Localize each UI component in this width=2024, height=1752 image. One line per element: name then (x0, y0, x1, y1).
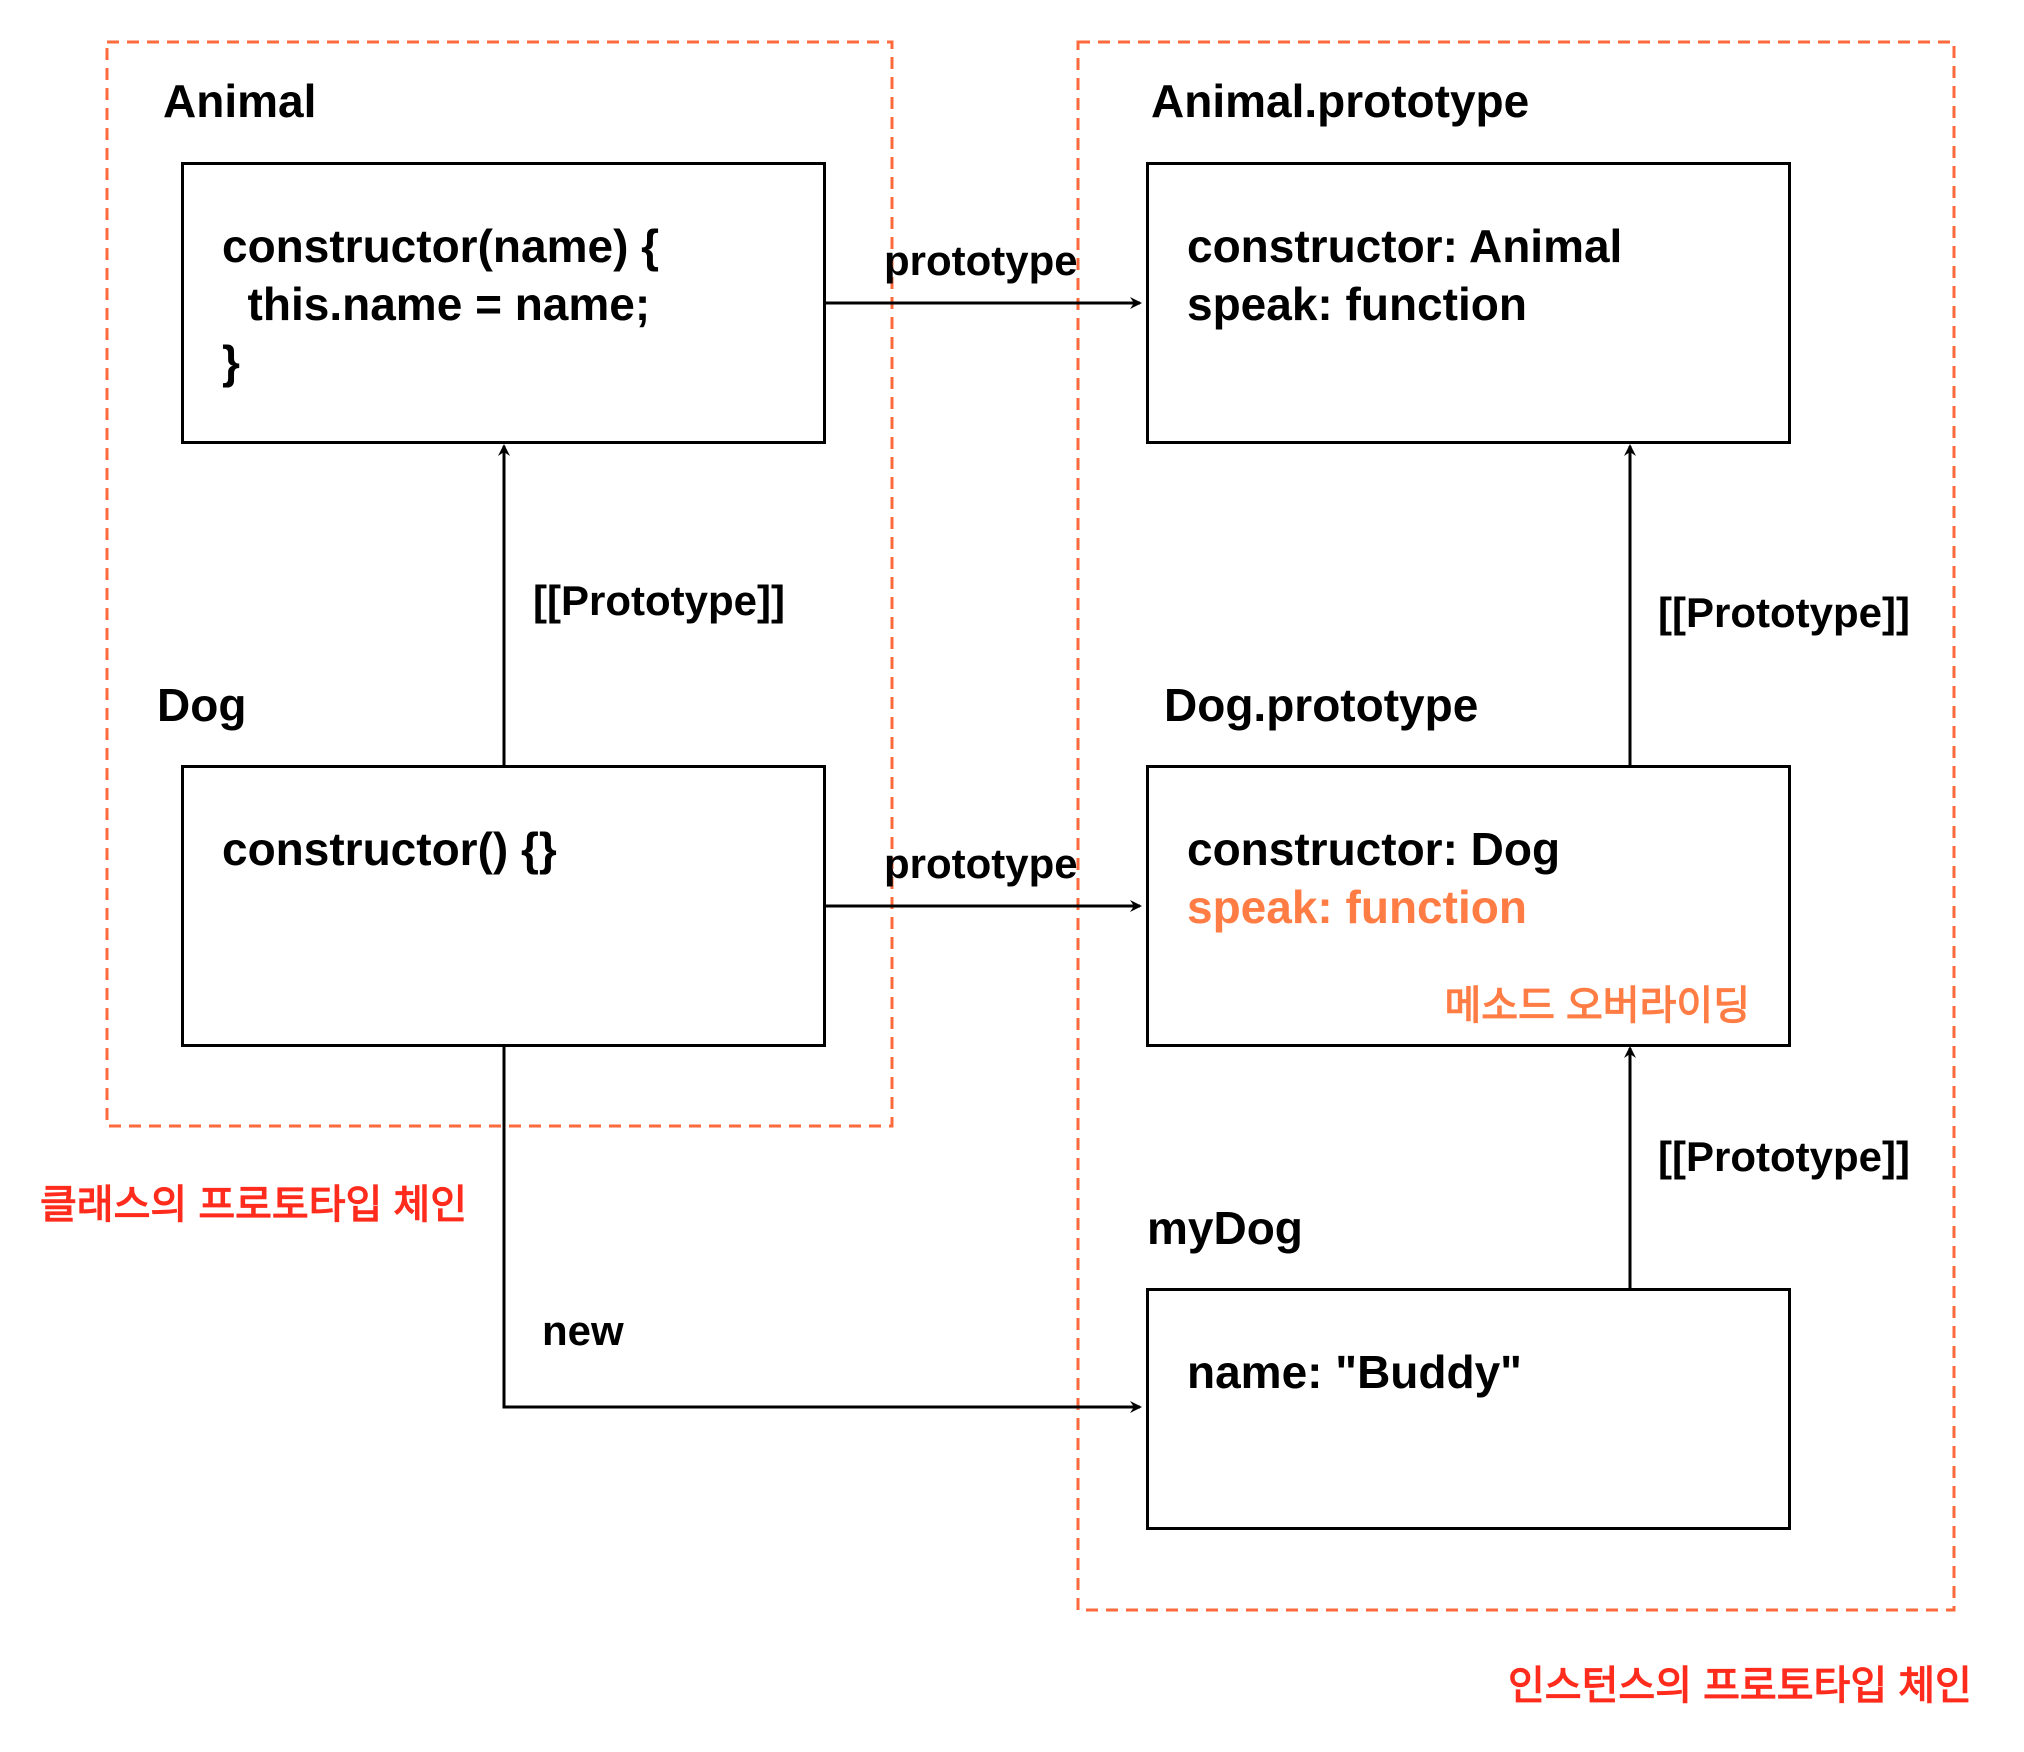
dog-prototype-title: Dog.prototype (1164, 679, 1479, 731)
dog-code-line-1: constructor() {} (222, 823, 557, 875)
edge-new-label: new (542, 1307, 624, 1354)
animal-prototype-box: constructor: Animal speak: function (1146, 162, 1791, 444)
class-chain-label: 클래스의 프로토타입 체인 (40, 1183, 468, 1227)
animal-title: Animal (163, 75, 317, 127)
edge-mydog-dogproto-label: [[Prototype]] (1658, 1133, 1910, 1180)
method-override-note: 메소드 오버라이딩 (1444, 984, 1750, 1028)
instance-chain-label: 인스턴스의 프로토타입 체인 (1508, 1664, 1972, 1708)
mydog-title: myDog (1147, 1202, 1303, 1254)
edge-animal-prototype-label: prototype (884, 237, 1078, 284)
dog-box: constructor() {} (181, 765, 826, 1047)
mydog-line-1: name: "Buddy" (1187, 1346, 1522, 1398)
animal-prototype-line-1: constructor: Animal (1187, 220, 1623, 272)
animal-code-line-3: } (222, 336, 240, 388)
dog-title: Dog (157, 679, 247, 731)
dog-prototype-line-1: constructor: Dog (1187, 823, 1561, 875)
dog-prototype-override-line: speak: function (1187, 881, 1527, 933)
edge-dogproto-animalproto-label: [[Prototype]] (1658, 589, 1910, 636)
instance-chain-group (1076, 40, 1956, 1612)
dog-prototype-box: constructor: Dog speak: function 메소드 오버라… (1146, 765, 1791, 1047)
edge-dog-animal-label: [[Prototype]] (533, 577, 785, 624)
animal-prototype-title: Animal.prototype (1151, 75, 1530, 127)
edge-dog-prototype-label: prototype (884, 840, 1078, 887)
mydog-box: name: "Buddy" (1146, 1288, 1791, 1530)
animal-prototype-line-2: speak: function (1187, 278, 1527, 330)
animal-code-line-2: this.name = name; (222, 278, 651, 330)
edge-new-line (502, 1045, 1142, 1413)
animal-code-line-1: constructor(name) { (222, 220, 660, 272)
class-chain-group (105, 40, 894, 1128)
animal-box: constructor(name) { this.name = name; } (181, 162, 826, 444)
